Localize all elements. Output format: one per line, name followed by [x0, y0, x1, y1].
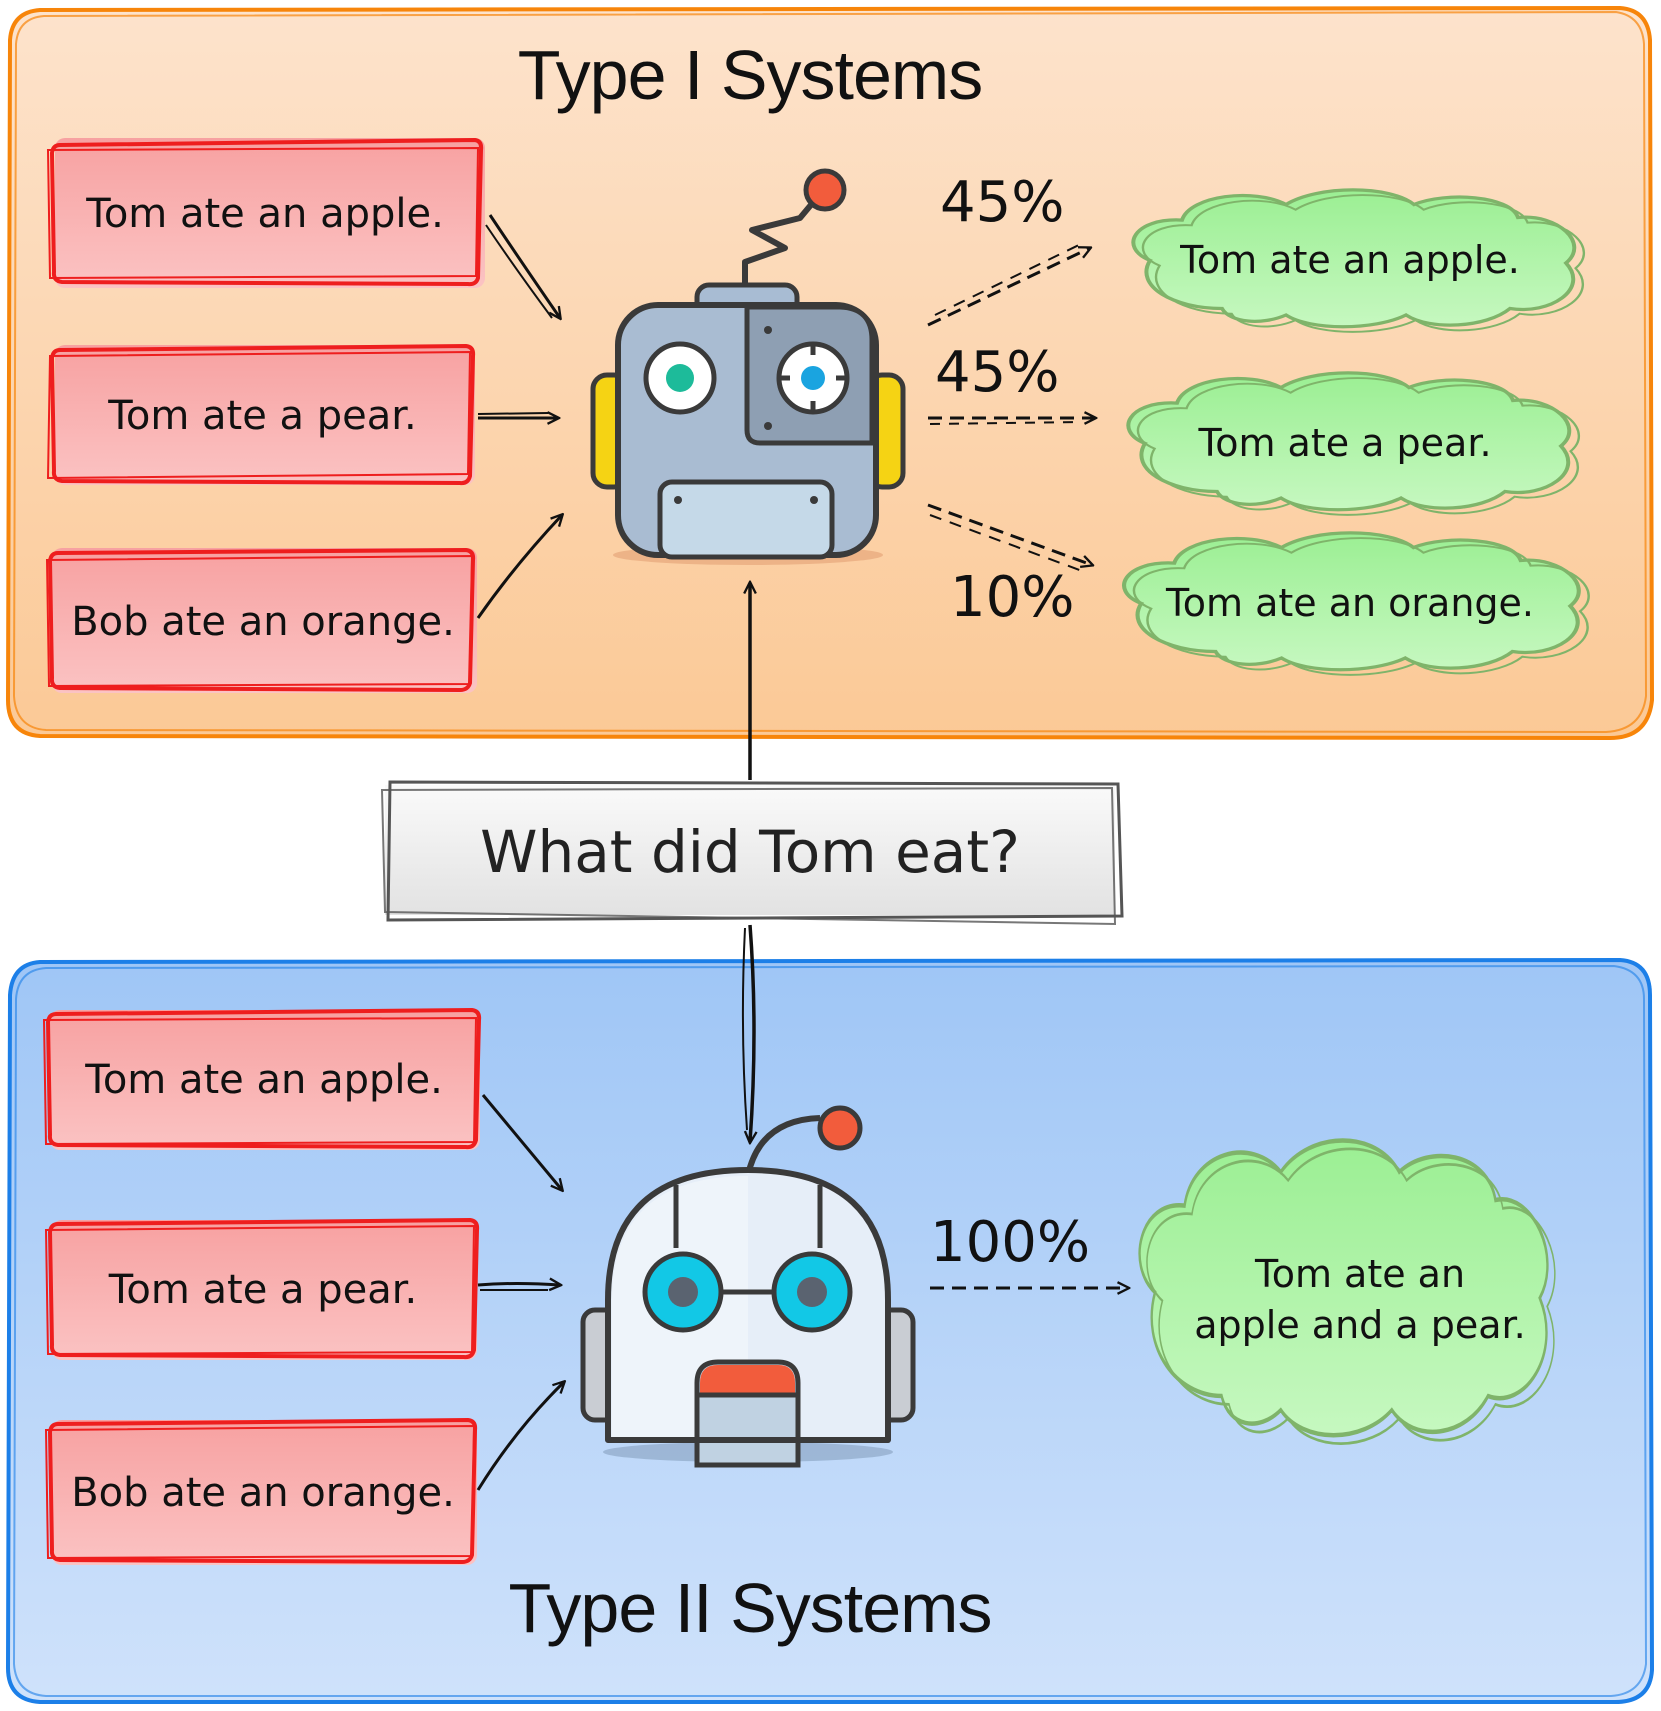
- type2-input-box-3: [44, 1417, 478, 1565]
- type1-output-percent-3: 10%: [950, 565, 1075, 630]
- type2-input-label-1: Tom ate an apple.: [85, 1057, 443, 1103]
- type2-title: Type II Systems: [508, 1569, 993, 1647]
- arrow-type2-input-3: [476, 1382, 564, 1491]
- type1-input-box-3: [45, 547, 477, 693]
- type1-input-label-3: Bob ate an orange.: [71, 599, 455, 645]
- type2-input-box-1: [42, 1007, 482, 1150]
- arrows: [476, 214, 1128, 1491]
- arrow-type1-output-1: [927, 248, 1090, 327]
- arrow-type2-input-2: [477, 1284, 560, 1286]
- type2-output-line-2: apple and a pear.: [1194, 1303, 1526, 1347]
- type1-output-label-2: Tom ate a pear.: [1198, 421, 1492, 465]
- type2-input-box-2: [44, 1217, 480, 1360]
- arrow-type1-output-3: [927, 503, 1092, 565]
- arrow-question-to-type2: [750, 924, 754, 1142]
- arrow-type1-input-1: [488, 214, 560, 318]
- type2-output-line-1: Tom ate an: [1254, 1251, 1466, 1296]
- type1-output-label-1: Tom ate an apple.: [1180, 238, 1520, 282]
- question-box: [380, 780, 1124, 926]
- robot-type1-icon: [590, 168, 906, 565]
- arrow-type2-input-1: [481, 1094, 562, 1190]
- type1-input-box-1: [46, 137, 485, 288]
- type1-output-percent-1: 45%: [940, 170, 1065, 235]
- type2-output-label: Tom ate an apple and a pear.: [1150, 1200, 1570, 1400]
- type1-output-label-3: Tom ate an orange.: [1165, 581, 1534, 625]
- type2-input-label-2: Tom ate a pear.: [108, 1267, 418, 1313]
- arrow-type1-input-3: [476, 515, 562, 619]
- type1-input-box-2: [46, 343, 476, 486]
- robot-type2-icon: [580, 1105, 916, 1468]
- type1-output-percent-2: 45%: [935, 340, 1060, 405]
- type1-title: Type I Systems: [517, 36, 983, 114]
- type2-output-percent: 100%: [930, 1210, 1091, 1275]
- type1-input-label-2: Tom ate a pear.: [108, 393, 417, 439]
- type1-input-label-1: Tom ate an apple.: [86, 191, 444, 237]
- type2-input-label-3: Bob ate an orange.: [71, 1470, 455, 1516]
- question-label: What did Tom eat?: [480, 818, 1020, 886]
